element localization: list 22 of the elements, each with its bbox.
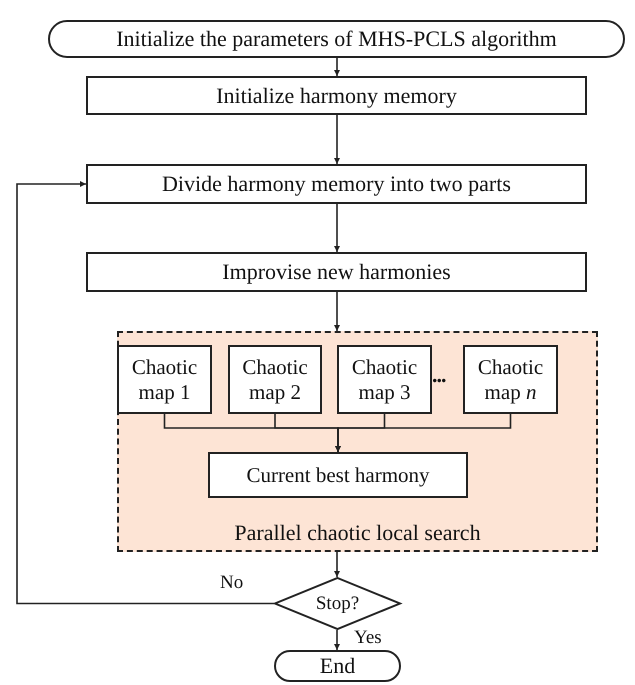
dashed-group-panel bbox=[117, 331, 598, 552]
arrow bbox=[16, 181, 274, 604]
arrow bbox=[334, 292, 340, 331]
arrow bbox=[334, 204, 340, 252]
decision-diamond: Stop? bbox=[274, 577, 401, 630]
process-box: Improvise new harmonies bbox=[86, 252, 587, 292]
terminal-box: End bbox=[274, 650, 401, 682]
process-box: Current best harmony bbox=[208, 452, 468, 498]
process-box: Chaotic map 1 bbox=[117, 345, 212, 414]
arrow bbox=[335, 414, 512, 452]
process-box: Divide harmony memory into two parts bbox=[86, 164, 587, 204]
process-box: Initialize harmony memory bbox=[86, 76, 587, 115]
arrow bbox=[334, 115, 340, 164]
group-caption: Parallel chaotic local search bbox=[233, 520, 482, 546]
arrow bbox=[334, 630, 340, 650]
ellipsis-label: ... bbox=[432, 362, 446, 388]
arrow bbox=[334, 552, 340, 577]
terminal-box: Initialize the parameters of MHS-PCLS algorithm bbox=[48, 20, 625, 58]
process-box: Chaotic map 3 bbox=[337, 345, 432, 414]
process-box: Chaotic map n bbox=[463, 345, 558, 414]
arrow bbox=[334, 58, 340, 76]
process-box: Chaotic map 2 bbox=[228, 345, 322, 414]
